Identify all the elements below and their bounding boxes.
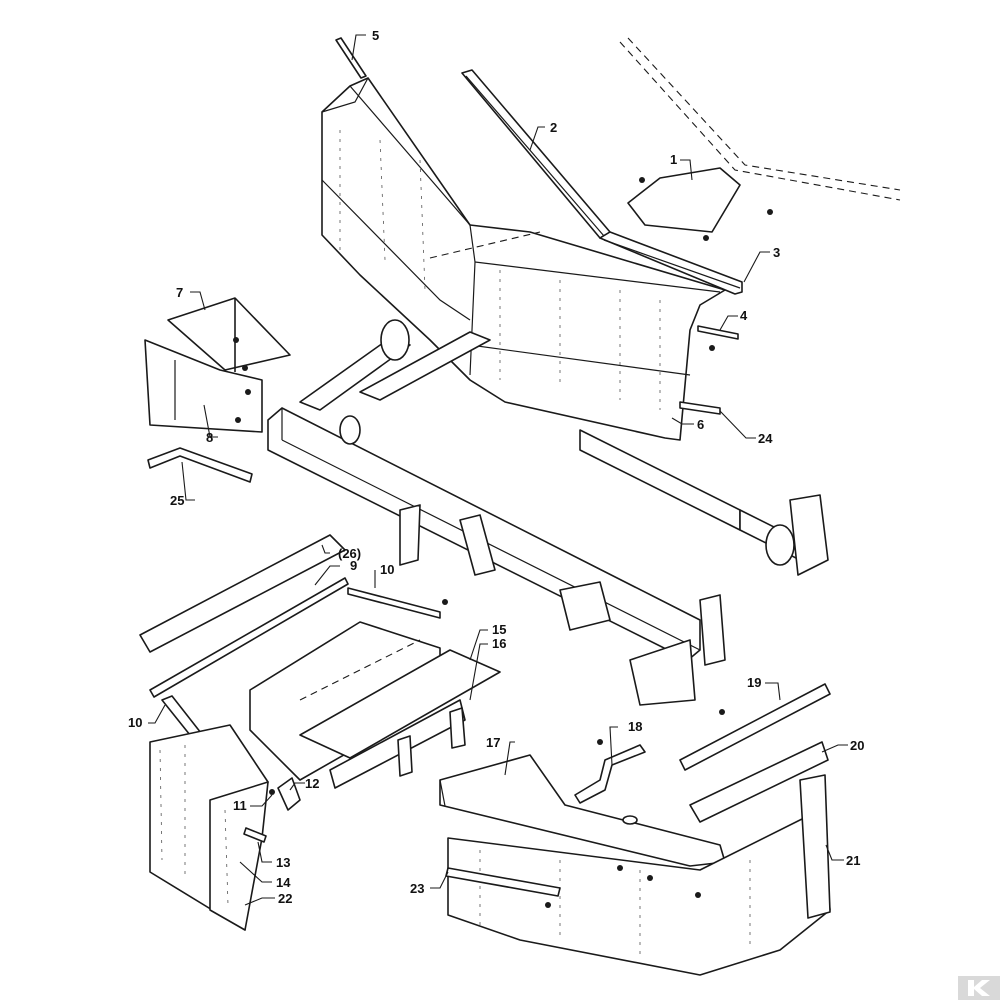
callout-13: 13 [276,855,290,870]
callout-17: 17 [486,735,500,750]
angle-rail-part-3 [599,231,743,295]
callout-10b: 10 [128,715,142,730]
callout-10a: 10 [380,562,394,577]
callout-21: 21 [846,853,860,868]
angle-rail-part-2 [461,69,611,239]
callout-23: 23 [410,881,424,896]
plate-part-16 [329,699,466,789]
callout-20: 20 [850,738,864,753]
callout-25: 25 [170,493,184,508]
shield-part-21 [447,774,831,976]
callout-15: 15 [492,622,506,637]
rod-part-5 [335,37,367,79]
callout-11: 11 [233,798,247,813]
callout-3: 3 [773,245,780,260]
main-frame [267,319,829,706]
bar-part-10-upper [347,587,448,619]
clip-part-25 [147,447,253,483]
upper-hood-part-6 [321,77,726,441]
bracket-part-12 [277,777,301,811]
callout-24: 24 [758,431,773,446]
angle-part-20 [689,741,829,823]
strip-part-24 [679,401,721,415]
panel-part-14 [149,724,269,931]
callout-9: 9 [350,558,357,573]
callout-22: 22 [278,891,292,906]
callout-26: (26) [338,546,361,561]
callout-labels: 1 2 3 4 5 6 7 8 9 10 10 11 12 13 14 15 1… [128,28,864,906]
side-panel-part-8 [144,339,263,433]
bar-part-4 [697,325,739,351]
strip-part-23 [445,865,701,908]
plate-part-15 [299,649,501,759]
strip-part-26 [139,534,346,653]
angle-part-19 [679,683,831,771]
callout-12: 12 [305,776,319,791]
brand-k-logo-icon [958,976,1000,1000]
upper-long-rail [619,37,901,201]
leader-lines [148,34,848,906]
callout-4: 4 [740,308,748,323]
strip-part-13 [243,827,267,843]
callout-6: 6 [697,417,704,432]
callout-18: 18 [628,719,642,734]
side-bracket-part-7 [167,297,291,372]
callout-14: 14 [276,875,291,890]
callout-2: 2 [550,120,557,135]
callout-7: 7 [176,285,183,300]
callout-19: 19 [747,675,761,690]
channel-part-17 [439,754,726,867]
callout-8: 8 [206,430,213,445]
washer-part-11 [269,789,275,795]
callout-5: 5 [372,28,379,43]
callout-16: 16 [492,636,506,651]
strip-part-9 [149,577,349,698]
plate-part-1 [627,167,773,241]
callout-1: 1 [670,152,677,167]
bracket-part-18 [574,739,646,804]
